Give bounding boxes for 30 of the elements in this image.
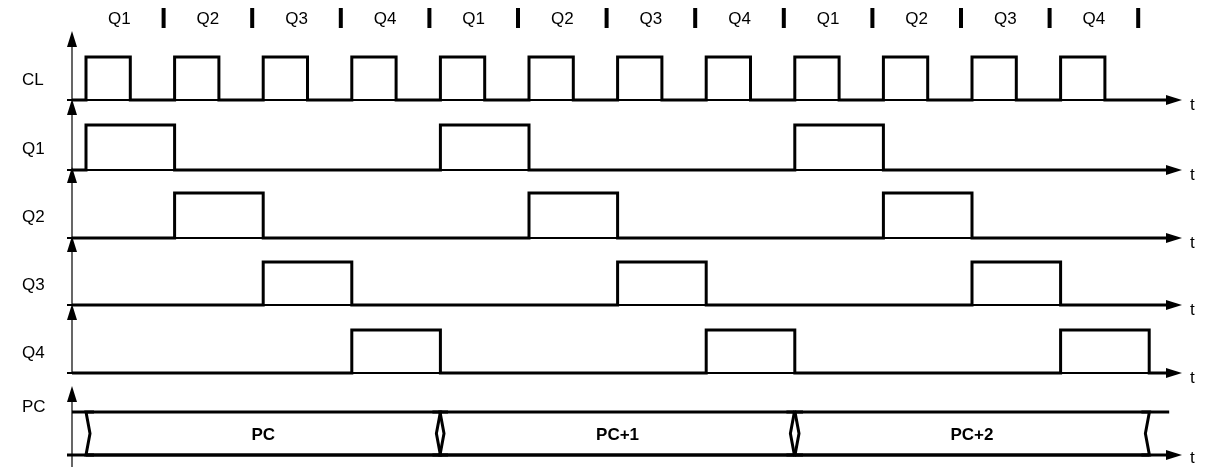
- phase-label: Q2: [550, 9, 574, 27]
- signal-name: Q4: [22, 343, 45, 360]
- time-axis-label: t: [1190, 448, 1195, 466]
- bus-segment: [440, 412, 795, 455]
- signal-name: CL: [22, 70, 44, 87]
- bus-segment: [794, 412, 1150, 455]
- signal-name: Q3: [22, 275, 45, 292]
- phase-label: Q1: [816, 9, 840, 27]
- signal-name: Q1: [22, 139, 45, 156]
- phase-label: Q1: [462, 9, 486, 27]
- time-axis-label: t: [1190, 368, 1195, 386]
- phase-label: Q4: [1082, 9, 1106, 27]
- signal-name: Q2: [22, 207, 45, 224]
- time-axis-label: t: [1190, 233, 1195, 251]
- phase-label: Q1: [107, 9, 131, 27]
- phase-label: Q2: [196, 9, 220, 27]
- time-axis-label: t: [1190, 95, 1195, 113]
- bus-value: PC+2: [949, 425, 995, 442]
- bus-value: PC+1: [595, 425, 641, 442]
- time-axis-label: t: [1190, 300, 1195, 318]
- bus-segment: [86, 412, 441, 455]
- bus-value: PC: [250, 425, 276, 442]
- phase-label: Q3: [639, 9, 663, 27]
- phase-label: Q3: [285, 9, 308, 27]
- time-axis-label: t: [1190, 165, 1195, 183]
- phase-label: Q3: [993, 9, 1017, 27]
- phase-label: Q2: [905, 9, 929, 27]
- phase-label: Q4: [373, 9, 397, 27]
- signal-name: PC: [22, 397, 46, 415]
- phase-label: Q4: [728, 9, 751, 27]
